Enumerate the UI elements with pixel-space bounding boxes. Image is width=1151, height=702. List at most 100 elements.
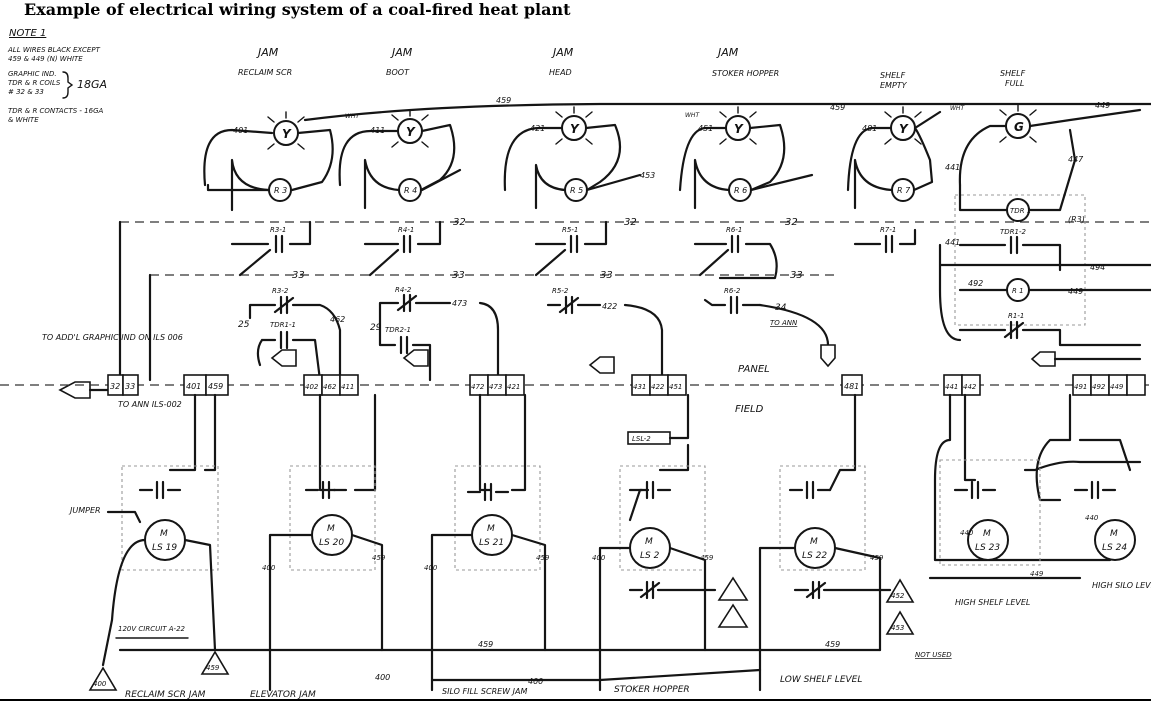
lamp-letter: Y: [282, 127, 292, 141]
terminal-label: 442: [963, 383, 977, 391]
relay-label: R 7: [897, 186, 911, 195]
bus-label: 33: [292, 270, 305, 281]
relay-contacts: R3-1 R4-1 R5-1 R6-1 R7-1: [118, 220, 917, 382]
terminal-label: 473: [489, 383, 502, 391]
wire-label: 441: [945, 238, 960, 247]
bottom-label: STOKER HOPPER: [614, 685, 690, 695]
header-line2: RECLAIM SCR: [238, 68, 292, 77]
terminal-label: 449: [1110, 383, 1124, 391]
switch-bottom-label: LS 2: [640, 551, 660, 561]
triangle-marker-icon: [717, 576, 749, 601]
header-line2: STOKER HOPPER: [712, 69, 779, 78]
terminal-label: 431: [633, 383, 646, 391]
wire-label: 447: [1068, 155, 1084, 164]
contact-label: R4-2: [395, 286, 412, 294]
lamp-wire-labels: 401 411 421 451 481 459 459 453 WHT WHT …: [233, 96, 965, 180]
shelf-full-section: TDR 1 TDR1-2 R 1 R1-1 441 447 449 449 49…: [938, 101, 1151, 367]
switch-bottom-label: LS 19: [152, 543, 177, 553]
coil-label: R 1: [1012, 287, 1024, 295]
bottom-labels: RECLAIM SCR JAM ELEVATOR JAM SILO FILL S…: [125, 675, 862, 700]
relay-label: R 6: [734, 186, 747, 195]
wire-label: 459: [700, 554, 714, 562]
switch-bottom-label: LS 24: [1102, 543, 1127, 553]
relay-label: R 3: [274, 186, 287, 195]
wire-label: 459: [870, 554, 884, 562]
terminal-label: 33: [125, 382, 135, 391]
connector-icon: [402, 349, 429, 367]
field-wire-labels: 400 400 400 459 459 459 459 459 459 400 …: [262, 514, 1099, 686]
wire-label: 492: [968, 279, 983, 288]
relay-label: R 5: [570, 186, 583, 195]
wire-label: WHT: [950, 105, 965, 112]
wire-label: 411: [370, 126, 385, 135]
wire-label: 459: [372, 554, 386, 562]
limit-switch-icon: [629, 527, 671, 569]
contact-label: R6-1: [726, 226, 742, 234]
wire-label: 400: [528, 677, 543, 686]
wire-label: 473: [452, 299, 467, 308]
lamp-letter: Y: [406, 125, 416, 139]
column-headers: JAM RECLAIM SCR JAM BOOT JAM HEAD JAM ST…: [238, 46, 1026, 90]
terminal-label: 481: [844, 382, 859, 391]
triangle-marker-icon: [885, 610, 915, 635]
switch-top-label: M: [160, 529, 168, 539]
terminal-label: 472: [471, 383, 485, 391]
limit-switch-icon: [1094, 519, 1136, 561]
wire-label: WHT: [685, 112, 700, 119]
wire-label: 481: [862, 124, 877, 133]
wire-label: 451: [698, 124, 713, 133]
wire-label: 494: [1090, 263, 1105, 272]
wire-label: 449: [1068, 287, 1083, 296]
bottom-label: ELEVATOR JAM: [250, 690, 316, 700]
wire-459-top: [303, 102, 1151, 122]
wire-label: 25: [238, 320, 250, 330]
contact-label: R5-1: [562, 226, 578, 234]
switch-bottom-label: LS 23: [975, 543, 1000, 553]
column-wiring: [203, 110, 942, 212]
switch-top-label: M: [810, 537, 818, 547]
wire-label: 459: [825, 640, 840, 649]
wire-label: 400: [375, 673, 390, 682]
wire-label: 400: [262, 564, 276, 572]
wire-label: (R3): [1068, 215, 1085, 224]
header-line2: EMPTY: [880, 81, 908, 90]
terminal-label: 451: [669, 383, 682, 391]
triangle-label: 452: [891, 592, 905, 600]
note-line: & WHITE: [8, 116, 39, 124]
switch-contacts: [138, 480, 1117, 502]
contact-label: R6-2: [724, 287, 741, 295]
circuit-label: 120V CIRCUIT A-22: [118, 625, 186, 633]
wire-label: 422: [602, 302, 617, 311]
terminal-label: 459: [208, 382, 223, 391]
coil-label: TDR 1: [1010, 207, 1031, 215]
header-line1: JAM: [551, 46, 574, 59]
header-line1: JAM: [390, 46, 413, 59]
warning-triangles: 400 459 452 453: [88, 576, 915, 691]
contact-label: TDR1-1: [270, 321, 296, 329]
switch-top-label: M: [1110, 529, 1118, 539]
header-line1: SHELF: [880, 71, 906, 80]
note-line: # 32 & 33: [8, 88, 44, 96]
wire-label: 421: [530, 124, 545, 133]
note-gauge: 18GA: [77, 78, 107, 91]
triangle-label: 459: [206, 664, 220, 672]
note-block: NOTE 1 ALL WIRES BLACK EXCEPT 459 & 449 …: [7, 28, 107, 124]
triangle-marker-icon: [717, 603, 749, 628]
to-ann-ils-label: TO ANN ILS-002: [118, 400, 182, 409]
terminal-blocks: 32 33 401 459 402 462 411 472 473 421 43…: [107, 374, 1146, 396]
wire-label: 440: [1085, 514, 1099, 522]
wire-label: 449: [1095, 101, 1110, 110]
triangle-marker-icon: [200, 650, 230, 675]
switch-top-label: M: [487, 524, 495, 534]
lamp-letter: Y: [570, 122, 580, 136]
contact-label: TDR2-1: [385, 326, 411, 334]
terminal-label: 411: [341, 383, 354, 391]
note-line: TDR & R COILS: [8, 79, 61, 87]
connector-icon: [1030, 351, 1056, 367]
wire-label: 459: [478, 640, 493, 649]
wire-label: 453: [640, 171, 655, 180]
wire-label: 459: [496, 96, 511, 105]
contact-label: R3-2: [272, 287, 289, 295]
triangle-label: 400: [93, 680, 107, 688]
